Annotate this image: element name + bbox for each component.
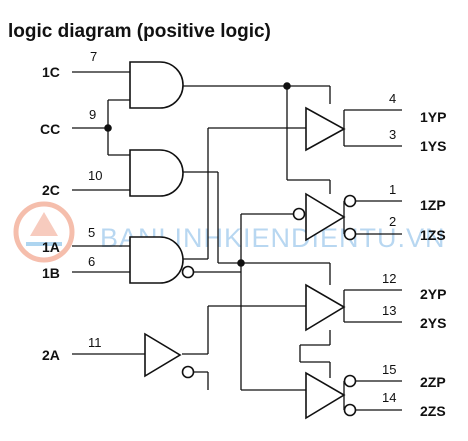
input-label-cc: CC <box>40 121 60 137</box>
output-label-2zp: 2ZP <box>420 374 446 390</box>
pin-number: 5 <box>88 225 95 240</box>
input-2a-buffer <box>144 332 182 378</box>
pin-number: 12 <box>382 271 396 286</box>
driver-4-output-bubble <box>343 403 357 417</box>
driver-2-output-bubble <box>343 227 357 241</box>
pin-number: 4 <box>389 91 396 106</box>
output-label-1yp: 1YP <box>420 109 446 125</box>
output-label-2zs: 2ZS <box>420 403 446 419</box>
pin-number: 7 <box>90 49 97 64</box>
pin-number: 11 <box>88 335 102 350</box>
input-label-2a: 2A <box>42 347 60 363</box>
output-label-1zp: 1ZP <box>420 197 446 213</box>
pin-number: 13 <box>382 303 396 318</box>
driver-4-output-bubble <box>343 374 357 388</box>
driver-1 <box>305 106 346 152</box>
pin-number: 10 <box>88 168 102 183</box>
junction-dot <box>283 82 291 90</box>
output-label-2yp: 2YP <box>420 286 446 302</box>
wires <box>72 71 402 411</box>
and-gate-3 <box>129 236 184 284</box>
junction-dot <box>237 259 245 267</box>
driver-2-output-bubble <box>343 194 357 208</box>
output-label-1zs: 1ZS <box>420 227 446 243</box>
input-2a-inverting-bubble <box>181 365 195 379</box>
watermark-logo <box>13 201 75 263</box>
driver-2-input-bubble <box>292 207 306 221</box>
and-gate-3-inverting-bubble <box>181 265 195 279</box>
junction-dot <box>104 124 112 132</box>
pin-number: 6 <box>88 254 95 269</box>
diagram-title: logic diagram (positive logic) <box>8 21 271 42</box>
input-label-2c: 2C <box>42 182 60 198</box>
pin-number: 14 <box>382 390 396 405</box>
output-label-1ys: 1YS <box>420 138 446 154</box>
pin-number: 9 <box>89 107 96 122</box>
pin-number: 1 <box>389 182 396 197</box>
driver-3 <box>305 283 346 332</box>
input-label-1b: 1B <box>42 265 60 281</box>
driver-2 <box>305 192 346 242</box>
driver-4 <box>305 371 346 420</box>
pin-number: 15 <box>382 362 396 377</box>
pin-number: 2 <box>389 214 396 229</box>
and-gate-1 <box>129 61 184 109</box>
pin-number: 3 <box>389 127 396 142</box>
and-gate-2 <box>129 149 184 197</box>
input-label-1c: 1C <box>42 64 60 80</box>
output-label-2ys: 2YS <box>420 315 446 331</box>
input-label-1a: 1A <box>42 239 60 255</box>
